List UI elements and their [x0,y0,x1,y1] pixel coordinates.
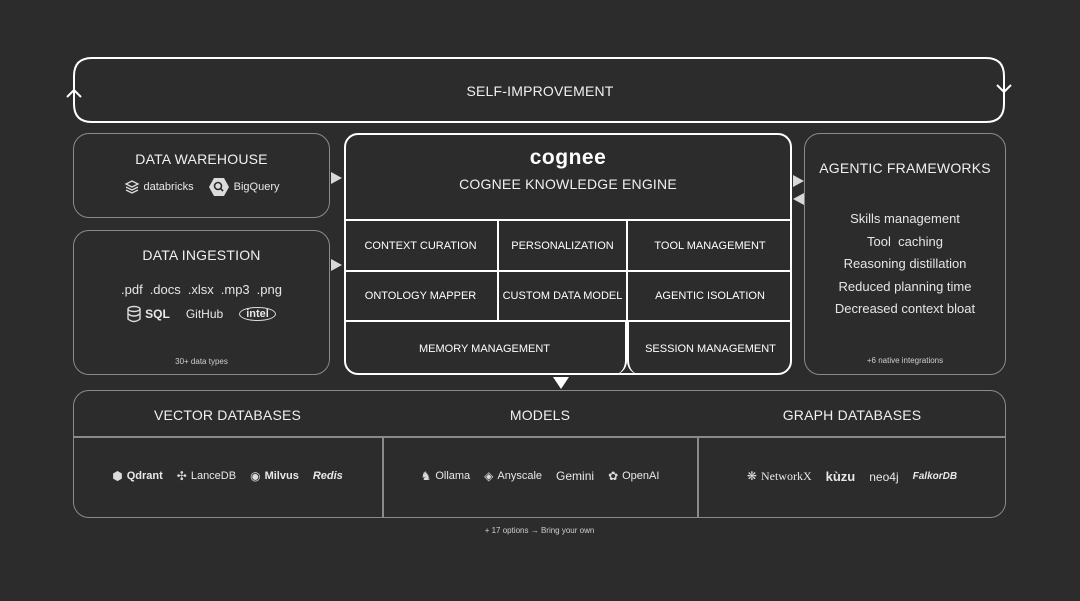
agentic-isolation-cell: AGENTIC ISOLATION [626,270,792,322]
milvus-icon: ◉ [250,469,261,483]
ollama-icon: ♞ [420,469,432,483]
engine-title: COGNEE KNOWLEDGE ENGINE [459,176,677,192]
list-item: Tool caching [867,233,943,249]
file-type: .pdf [121,282,143,297]
openai-icon: ✿ [608,469,619,483]
agentic-frameworks-footnote: +6 native integrations [866,356,944,365]
ontology-mapper-cell: ONTOLOGY MAPPER [344,270,499,322]
self-improvement-loop [66,57,1012,123]
intel-logo: intel [239,307,276,321]
database-icon [127,305,141,323]
arrow-right-icon [331,172,342,184]
data-ingestion-title: DATA INGESTION [142,247,261,263]
integrations-divider [382,437,384,517]
agentic-frameworks-list: Skills management Tool caching Reasoning… [804,208,1006,321]
models-logos: ♞Ollama ◈Anyscale Gemini ✿OpenAI [383,469,697,483]
list-item: Reduced planning time [838,278,972,294]
list-item: Decreased context bloat [834,301,976,316]
anyscale-icon: ◈ [484,469,494,483]
lancedb-logo: ✣LanceDB [176,469,237,483]
graph-databases-title: GRAPH DATABASES [782,407,922,423]
graph-databases-logos: ❋NetworkX kùzu neo4j FalkorDB [698,469,1006,484]
vector-databases-title: VECTOR DATABASES [153,407,302,423]
memory-management-cell: MEMORY MANAGEMENT [344,320,627,375]
falkordb-icon: FalkorDB [912,471,958,482]
networkx-icon: ❋ [746,469,757,483]
list-item: Skills management [850,211,960,226]
vector-databases-logos: ⬢Qdrant ✣LanceDB ◉Milvus Redis [73,469,382,483]
ollama-logo: ♞Ollama [420,469,471,483]
sql-logo: SQL [127,305,170,323]
anyscale-logo: ◈Anyscale [484,469,543,483]
layers-icon [124,180,139,194]
gemini-logo: Gemini [556,469,594,483]
session-management-cell: SESSION MANAGEMENT [627,320,792,375]
bigquery-icon [208,178,229,196]
cognee-brand: cognee [529,146,607,169]
personalization-cell: PERSONALIZATION [497,219,628,272]
networkx-logo: ❋NetworkX [746,469,812,483]
arrow-left-icon [793,193,804,205]
data-warehouse-panel [73,133,330,218]
qdrant-icon: ⬢ [112,469,123,483]
arrow-up-icon [66,88,82,98]
engine-panel [344,133,792,375]
arrow-right-icon [331,259,342,271]
self-improvement-label: SELF-IMPROVEMENT [466,83,614,99]
integrations-footnote: + 17 options → Bring your own [484,526,595,535]
models-title: MODELS [509,407,571,423]
custom-data-model-cell: CUSTOM DATA MODEL [497,270,628,322]
integrations-panel [73,390,1006,518]
data-warehouse-logos: databricks BigQuery [73,177,330,197]
integrations-divider [697,437,699,517]
file-type: .mp3 [220,282,250,297]
tool-management-cell: TOOL MANAGEMENT [626,219,792,272]
data-warehouse-title: DATA WAREHOUSE [135,151,268,167]
arrow-right-icon [793,175,804,187]
data-ingestion-logos: SQL GitHub intel [73,305,330,323]
redis-icon: Redis [312,470,343,482]
context-curation-cell: CONTEXT CURATION [344,219,499,272]
redis-logo: Redis [313,469,343,483]
file-type: .docs [149,282,181,297]
openai-logo: ✿OpenAI [608,469,660,483]
agentic-frameworks-panel [804,133,1006,375]
file-type: .png [256,282,282,297]
github-icon: GitHub [185,307,224,321]
arrow-down-icon [996,84,1012,94]
file-types-row: .pdf .docs .xlsx .mp3 .png [73,282,330,297]
databricks-logo: databricks [124,177,194,197]
agentic-frameworks-title: AGENTIC FRAMEWORKS [819,160,991,176]
kuzu-icon: kùzu [825,469,856,484]
kuzu-logo: kùzu [826,469,856,484]
falkordb-logo: FalkorDB [913,469,957,484]
bigquery-logo: BigQuery [208,177,280,197]
neo4j-icon: neo4j [869,469,899,484]
list-item: Reasoning distillation [843,256,967,271]
lancedb-icon: ✣ [176,469,187,483]
gemini-icon: Gemini [556,469,595,483]
integrations-divider [74,436,1005,438]
data-ingestion-footnote: 30+ data types [175,357,228,366]
github-logo: GitHub [186,307,223,321]
qdrant-logo: ⬢Qdrant [112,469,163,483]
data-ingestion-panel [73,230,330,375]
arrow-down-icon [553,377,569,389]
neo4j-logo: neo4j [869,469,898,484]
intel-icon: intel [246,308,269,320]
milvus-logo: ◉Milvus [250,469,299,483]
file-type: .xlsx [187,282,214,297]
